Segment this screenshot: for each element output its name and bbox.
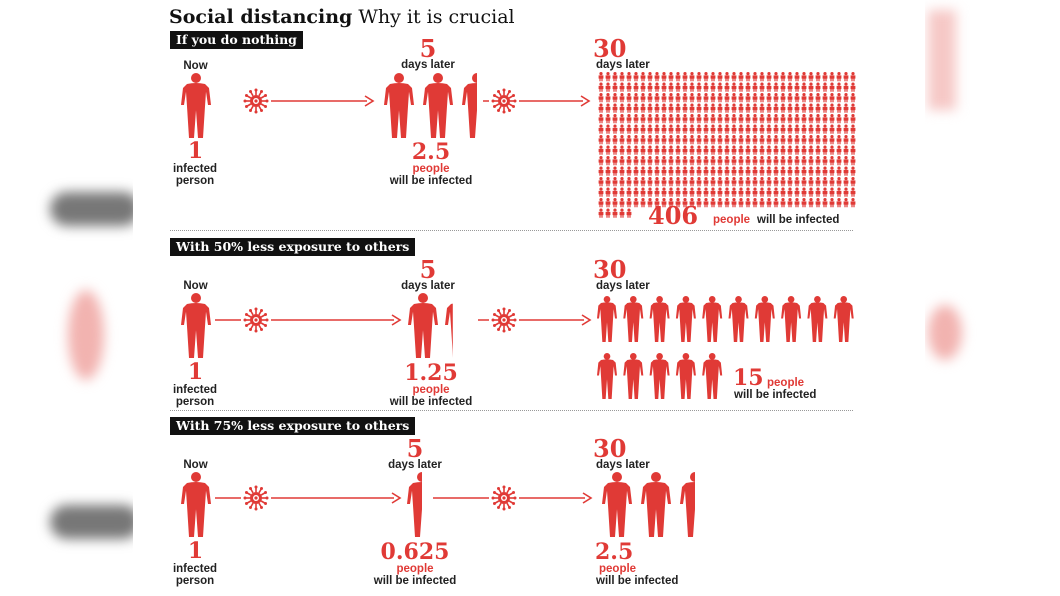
virus-icon <box>489 306 519 334</box>
half-person-icon <box>680 472 695 537</box>
background-blur-right-1 <box>928 10 956 110</box>
person-icon <box>181 293 211 358</box>
person-icon <box>181 73 211 138</box>
page-title: Social distancing Why it is crucial <box>169 6 515 28</box>
s3-now-count: 1 <box>187 538 204 564</box>
scenario-1-banner: If you do nothing <box>170 31 303 49</box>
s1-person-label: person <box>175 175 215 187</box>
title-bold: Social distancing <box>169 6 353 28</box>
s1-day30-people: people <box>713 214 751 226</box>
partial-person-icon <box>445 303 453 355</box>
background-blur-left-2 <box>50 505 140 539</box>
virus-icon <box>489 484 519 512</box>
s3-day30-value: 2.5 <box>595 539 634 565</box>
s2-day30-infected: will be infected <box>734 389 817 401</box>
s3-day5-value: 0.625 <box>380 539 450 565</box>
s3-infected-label: infected <box>172 563 218 575</box>
s2-day5-people: people <box>412 384 450 396</box>
s2-day5-value: 1.25 <box>404 360 458 386</box>
person-icon <box>423 73 453 138</box>
s1-day30-number: 30 <box>593 34 627 63</box>
s2-day30-number: 30 <box>593 255 627 284</box>
background-blur-left-1 <box>50 192 140 226</box>
s3-day5-people: people <box>396 563 434 575</box>
half-person-icon <box>407 472 422 537</box>
s2-person-label: person <box>175 396 215 408</box>
s2-infected-label: infected <box>172 384 218 396</box>
s1-day5-value: 2.5 <box>411 139 451 165</box>
s3-day5-label: days later <box>388 459 442 471</box>
s1-now-label: Now <box>183 60 208 72</box>
s1-day5-people: people <box>412 163 450 175</box>
person-icon <box>181 472 211 537</box>
title-rest: Why it is crucial <box>358 6 515 28</box>
separator <box>170 410 853 411</box>
s2-now-label: Now <box>183 280 208 292</box>
person-icon <box>602 472 632 537</box>
s1-day5-number: 5 <box>419 34 437 63</box>
person-icon <box>641 472 671 537</box>
s2-now-count: 1 <box>187 359 204 385</box>
s3-day30-label: days later <box>596 459 650 471</box>
person-icon <box>384 73 414 138</box>
person-icon <box>408 293 438 358</box>
half-person-icon <box>462 73 477 138</box>
virus-icon <box>241 87 271 115</box>
s3-day30-people: people <box>599 563 637 575</box>
background-blur-right-2 <box>928 305 962 360</box>
separator <box>170 230 853 231</box>
infected-people-row-1 <box>597 296 854 342</box>
s3-day30-number: 30 <box>593 434 627 463</box>
s3-day5-infected: will be infected <box>373 575 457 587</box>
s1-day30-label: days later <box>596 59 650 71</box>
scenario-2-banner: With 50% less exposure to others <box>170 238 416 256</box>
s1-day5-label: days later <box>401 59 455 71</box>
s3-person-label: person <box>175 575 215 587</box>
infected-people-row-2 <box>597 353 723 399</box>
s1-day30-infected: will be infected <box>757 214 840 226</box>
s2-day5-label: days later <box>401 280 455 292</box>
s2-day30-value: 15 <box>733 365 764 391</box>
s2-day5-number: 5 <box>419 255 437 284</box>
s2-day30-label: days later <box>596 280 650 292</box>
s1-infected-label: infected <box>172 163 218 175</box>
infected-crowd-grid <box>598 72 856 218</box>
s1-day30-value: 406 <box>648 201 699 230</box>
s3-now-label: Now <box>183 459 208 471</box>
s1-day5-infected: will be infected <box>389 175 473 187</box>
s2-day5-infected: will be infected <box>389 396 473 408</box>
virus-icon <box>241 306 271 334</box>
s1-now-count: 1 <box>187 138 204 164</box>
s3-day5-number: 5 <box>406 434 424 463</box>
s2-day30-people: people <box>767 377 805 389</box>
scenario-3-banner: With 75% less exposure to others <box>170 417 416 435</box>
background-blur-left-3 <box>68 290 104 380</box>
virus-icon <box>241 484 271 512</box>
s3-day30-infected: will be infected <box>596 575 679 587</box>
virus-icon <box>489 87 519 115</box>
infographic-card: Social distancing Why it is crucial If y… <box>133 0 925 596</box>
